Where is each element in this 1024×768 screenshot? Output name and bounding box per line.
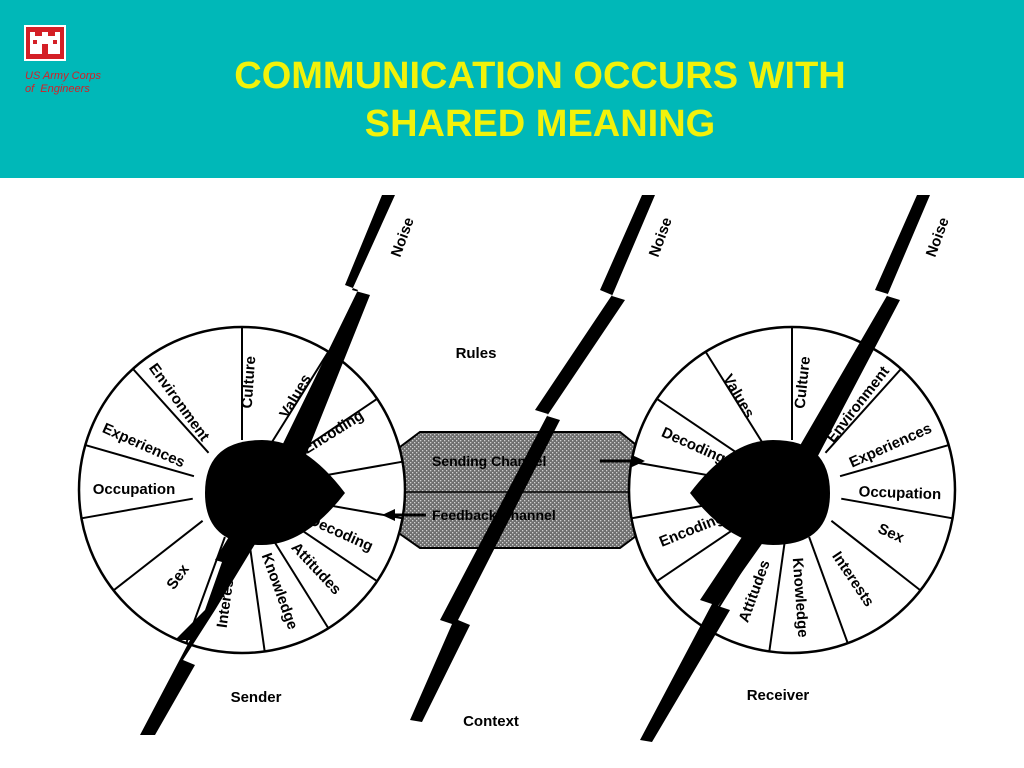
sender-label: Sender xyxy=(231,689,282,706)
wheel-spoke xyxy=(841,497,953,520)
wheel-spoke xyxy=(85,444,195,478)
page-title: COMMUNICATION OCCURS WITH SHARED MEANING xyxy=(140,52,940,148)
org-line-1: US Army Corps xyxy=(25,70,101,82)
segment-label-occupation: Occupation xyxy=(858,483,941,503)
wheel-spoke xyxy=(808,536,849,644)
wheel-spoke xyxy=(267,531,330,629)
noise-bolt-icon xyxy=(140,195,395,735)
wheel-spoke xyxy=(132,368,210,454)
wheel-spoke xyxy=(267,351,330,449)
noise-bolt-icon xyxy=(640,195,930,742)
segment-label-occupation: Occupation xyxy=(93,481,176,498)
rules-label: Rules xyxy=(456,345,497,362)
noise-label: Noise xyxy=(923,215,953,259)
wheel-spoke xyxy=(81,497,193,520)
wheel-spoke xyxy=(704,351,767,449)
wheel-spoke xyxy=(839,444,949,478)
segment-label-culture: Culture xyxy=(792,356,814,410)
castle-icon xyxy=(24,25,66,61)
receiver-label: Receiver xyxy=(747,687,810,704)
organization-name: US Army Corps of Engineers xyxy=(25,70,145,96)
segment-label-knowledge: Knowledge xyxy=(789,557,812,638)
wheel-spoke xyxy=(247,539,266,652)
feedback-arrow-icon xyxy=(382,509,426,521)
wheel-spoke xyxy=(830,519,922,592)
org-line-2: of Engineers xyxy=(25,83,90,95)
title-line-1: COMMUNICATION OCCURS WITH xyxy=(234,55,846,97)
wheel-spoke xyxy=(768,539,787,652)
title-line-2: SHARED MEANING xyxy=(364,103,716,145)
feedback-channel-label: Feedback Channel xyxy=(432,507,556,523)
noise-label: Noise xyxy=(388,215,418,259)
title-banner: US Army Corps of Engineers COMMUNICATION… xyxy=(0,0,1024,178)
sending-channel-label: Sending Channel xyxy=(432,453,546,469)
segment-label-culture: Culture xyxy=(239,355,260,409)
sending-arrow-icon xyxy=(600,455,645,467)
noise-bolt-icon xyxy=(410,195,655,722)
wheel-spoke xyxy=(112,519,204,592)
context-label: Context xyxy=(463,713,519,730)
wheel-spoke xyxy=(824,368,902,454)
noise-label: Noise xyxy=(646,215,676,259)
